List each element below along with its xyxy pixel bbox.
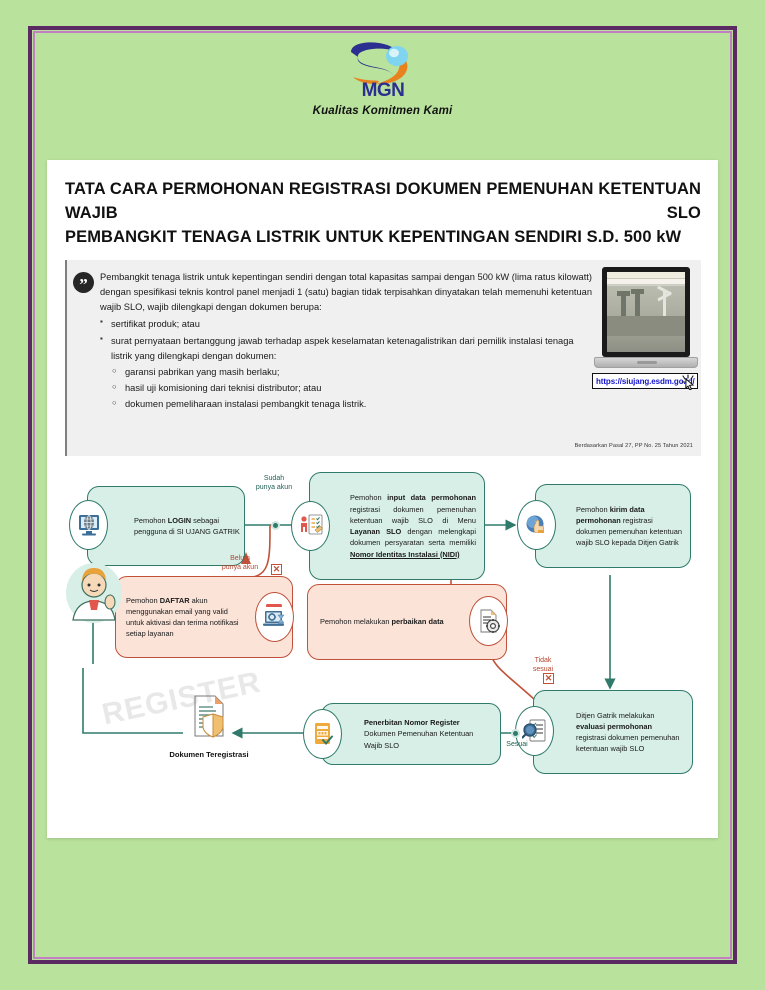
form-checklist-icon — [291, 501, 330, 551]
edge-label-tidak-sesuai: Tidak sesuai — [532, 657, 554, 674]
flow-node-kirim-data-text: Pemohon kirim data permohonan registrasi… — [576, 504, 683, 548]
dokumen-teregistrasi-label: Dokumen Teregistrasi — [169, 750, 249, 759]
mgn-swoosh-logo-icon: MGN — [331, 36, 435, 98]
registered-document-icon — [183, 694, 233, 753]
quote-icon: ” — [73, 272, 94, 294]
click-cursor-icon — [681, 374, 695, 390]
hand-click-send-icon — [517, 500, 556, 550]
info-intro: Pembangkit tenaga listrik untuk kepentin… — [100, 272, 592, 313]
flow-node-kirim-data[interactable]: Pemohon kirim data permohonan registrasi… — [535, 484, 691, 568]
site-url-chip[interactable]: https://siujang.esdm.go.id/ — [592, 373, 698, 390]
page-title: TATA CARA PERMOHONAN REGISTRASI DOKUMEN … — [65, 178, 701, 250]
applicant-avatar-icon — [65, 562, 123, 629]
laptop-screen-content — [607, 272, 685, 352]
info-subbullet-3: dokumen pemeliharaan instalasi pembangki… — [100, 397, 592, 412]
flow-node-daftar-akun[interactable]: Pemohon DAFTAR akun menggunakan email ya… — [115, 576, 293, 658]
laptop-illustration-icon: https://siujang.esdm.go.id/ — [592, 267, 698, 390]
decorative-frame-inner — [33, 31, 732, 959]
process-flowchart: Pemohon LOGIN sebagai pengguna di SI UJA… — [65, 468, 701, 818]
info-subbullet-2: hasil uji komisioning dari teknisi distr… — [100, 381, 592, 396]
flow-node-perbaikan-text: Pemohon melakukan perbaikan data — [320, 617, 444, 627]
laptop-register-icon — [255, 592, 294, 642]
decorative-frame-outer — [28, 26, 737, 964]
edge-label-sesuai: Sesuai — [506, 741, 528, 748]
info-bullet-2: surat pernyataan bertanggung jawab terha… — [100, 333, 592, 364]
browser-chrome-bar — [607, 272, 685, 279]
edge-label-sudah-punya-akun: Sudah punya akun — [255, 475, 293, 492]
x-mark-belum: ✕ — [271, 564, 282, 575]
browser-url-bar — [607, 279, 685, 285]
magnifier-document-icon — [515, 706, 554, 756]
info-text: Pembangkit tenaga listrik untuk kepentin… — [100, 270, 592, 412]
flow-node-daftar-text: Pemohon DAFTAR akun menggunakan email ya… — [126, 595, 239, 639]
flow-node-login-text: Pemohon LOGIN sebagai pengguna di SI UJA… — [134, 515, 240, 536]
info-subbullet-1: garansi pabrikan yang masih berlaku; — [100, 365, 592, 380]
info-bullet-1: sertifikat produk; atau — [100, 316, 592, 332]
certificate-check-icon — [303, 709, 342, 759]
svg-text:MGN: MGN — [361, 80, 404, 98]
flow-node-evaluasi[interactable]: Ditjen Gatrik melakukan evaluasi permoho… — [533, 690, 693, 774]
flow-node-login[interactable]: Pemohon LOGIN sebagai pengguna di SI UJA… — [87, 486, 245, 566]
laptop-screen — [602, 267, 690, 357]
page-title-line1: TATA CARA PERMOHONAN REGISTRASI DOKUMEN … — [65, 180, 701, 222]
laptop-trackpad — [637, 361, 657, 364]
flow-node-evaluasi-text: Ditjen Gatrik melakukan evaluasi permoho… — [576, 710, 680, 754]
laptop-base — [594, 357, 698, 368]
site-hero-photo — [607, 285, 685, 352]
flow-node-penerbitan-text: Penerbitan Nomor Register Dokumen Pemenu… — [364, 718, 474, 750]
content-card: TATA CARA PERMOHONAN REGISTRASI DOKUMEN … — [47, 160, 718, 838]
flow-node-input-data-text: Pemohon input data permohonan registrasi… — [350, 493, 476, 559]
x-mark-tidak-sesuai: ✕ — [543, 673, 554, 684]
page-title-line2: PEMBANGKIT TENAGA LISTRIK UNTUK KEPENTIN… — [65, 227, 682, 246]
info-panel: ” Pembangkit tenaga listrik untuk kepent… — [65, 260, 701, 456]
brand-header: MGN Kualitas Komitmen Kami — [0, 36, 765, 117]
flow-node-input-data[interactable]: Pemohon input data permohonan registrasi… — [309, 472, 485, 580]
document-gear-icon — [469, 596, 508, 646]
check-node-sesuai — [511, 729, 520, 738]
edge-label-belum-punya-akun: Belum punya akun — [221, 555, 259, 572]
check-node-sudah — [271, 521, 280, 530]
site-url-text: https://siujang.esdm.go.id/ — [596, 376, 695, 386]
brand-tagline: Kualitas Komitmen Kami — [312, 105, 453, 117]
legal-footnote: Berdasarkan Pasal 27, PP No. 25 Tahun 20… — [574, 443, 693, 449]
monitor-globe-icon — [69, 500, 108, 550]
flow-node-penerbitan[interactable]: Penerbitan Nomor Register Dokumen Pemenu… — [321, 703, 501, 765]
